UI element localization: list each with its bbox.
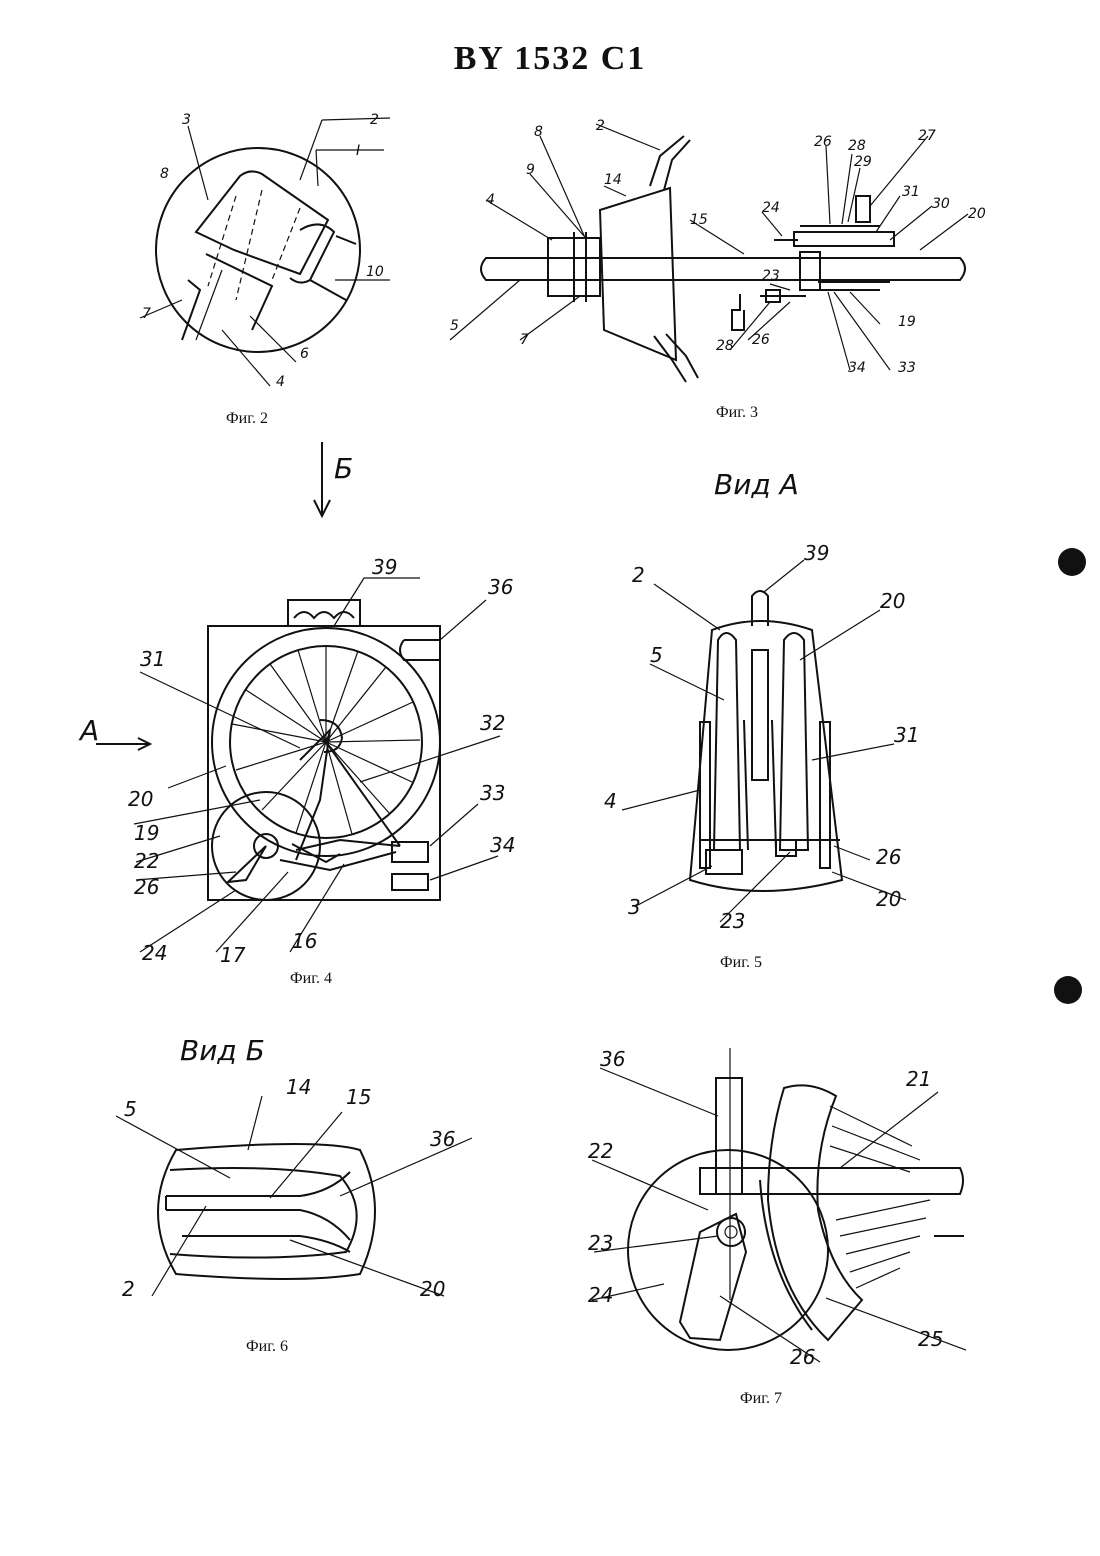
- fig4-label-17: 17: [220, 943, 246, 967]
- fig4-label-34: 34: [490, 833, 515, 857]
- fig7-label-36: 36: [600, 1047, 625, 1071]
- fig4-caption: Фиг. 4: [290, 970, 332, 988]
- fig2-drawing: 3 2 I 8 10 7 6 4: [140, 112, 390, 390]
- fig6-label-20: 20: [420, 1277, 445, 1301]
- fig4-label-22: 22: [134, 849, 159, 873]
- fig3-label-31: 31: [902, 184, 920, 200]
- fig3-label-20: 20: [968, 206, 986, 222]
- fig3-label-8: 8: [534, 124, 543, 140]
- fig7-label-23: 23: [588, 1231, 613, 1255]
- fig3-caption: Фиг. 3: [716, 404, 758, 422]
- fig3-label-34: 34: [848, 360, 866, 376]
- fig3-label-23: 23: [762, 268, 780, 284]
- fig4-wheel-spokes: [232, 646, 420, 834]
- fig6-view-title: Вид Б: [180, 1034, 265, 1067]
- fig3-label-26a: 26: [814, 134, 832, 150]
- fig5-drawing: Вид А 39 2 20 5 31 4 26 3 23 20: [604, 468, 919, 933]
- fig6-caption: Фиг. 6: [246, 1338, 288, 1356]
- fig6-label-36: 36: [430, 1127, 455, 1151]
- fig2-label-4: 4: [276, 374, 285, 390]
- fig4-label-36: 36: [488, 575, 513, 599]
- fig6-label-5: 5: [124, 1097, 137, 1121]
- fig3-label-9: 9: [526, 162, 535, 178]
- fig4-view-arrow-label: Б: [334, 452, 353, 485]
- fig6-label-2: 2: [122, 1277, 135, 1301]
- fig6-label-15: 15: [346, 1085, 371, 1109]
- fig3-label-30: 30: [932, 196, 950, 212]
- fig5-view-title: Вид А: [714, 468, 799, 501]
- fig3-label-27: 27: [918, 128, 936, 144]
- fig3-label-24: 24: [762, 200, 780, 216]
- fig7-caption: Фиг. 7: [740, 1390, 782, 1408]
- fig5-label-23: 23: [720, 909, 745, 933]
- fig3-label-4: 4: [486, 192, 495, 208]
- fig5-label-26: 26: [876, 845, 901, 869]
- fig4-label-24: 24: [142, 941, 167, 965]
- fig4-label-32: 32: [480, 711, 505, 735]
- fig3-label-5: 5: [450, 318, 459, 334]
- fig6-label-14: 14: [286, 1075, 311, 1099]
- fig2-label-2: 2: [370, 112, 379, 128]
- fig4-label-16: 16: [292, 929, 317, 953]
- punch-hole-top: [1058, 548, 1086, 576]
- fig3-label-28a: 28: [848, 138, 866, 154]
- fig3-label-2: 2: [596, 118, 605, 134]
- fig3-label-33: 33: [898, 360, 916, 376]
- fig3-label-29: 29: [854, 154, 872, 170]
- fig2-label-I: I: [356, 143, 360, 159]
- punch-hole-bottom: [1054, 976, 1082, 1004]
- fig3-label-28b: 28: [716, 338, 734, 354]
- fig6-drawing: Вид Б 5 14 15 36 2 20: [116, 1034, 472, 1301]
- fig2-label-7: 7: [142, 306, 151, 322]
- fig5-caption: Фиг. 5: [720, 954, 762, 972]
- fig5-label-3: 3: [628, 895, 641, 919]
- fig4-label-39: 39: [372, 555, 397, 579]
- fig2-label-3: 3: [182, 112, 191, 128]
- fig4-label-26: 26: [134, 875, 159, 899]
- fig5-label-20b: 20: [876, 887, 901, 911]
- fig2-label-6: 6: [300, 346, 309, 362]
- fig3-label-19: 19: [898, 314, 916, 330]
- fig5-label-2: 2: [632, 563, 645, 587]
- fig3-label-26b: 26: [752, 332, 770, 348]
- fig7-label-21: 21: [906, 1067, 931, 1091]
- fig4-side-arrow-label: A: [78, 714, 99, 747]
- fig2-label-8: 8: [160, 166, 169, 182]
- fig5-label-31: 31: [894, 723, 919, 747]
- fig7-label-26: 26: [790, 1345, 815, 1369]
- fig5-label-5: 5: [650, 643, 663, 667]
- fig7-label-25: 25: [918, 1327, 943, 1351]
- fig3-label-14: 14: [604, 172, 622, 188]
- fig2-caption: Фиг. 2: [226, 410, 268, 428]
- fig4-label-31: 31: [140, 647, 165, 671]
- fig5-label-20a: 20: [880, 589, 905, 613]
- fig7-drawing: 36 21 22 23 24 26 25: [588, 1047, 966, 1369]
- fig3-label-7: 7: [520, 332, 529, 348]
- fig5-label-39: 39: [804, 541, 829, 565]
- fig4-drawing: Б A 39: [78, 442, 515, 967]
- fig5-label-4: 4: [604, 789, 617, 813]
- fig4-label-20: 20: [128, 787, 153, 811]
- fig7-label-22: 22: [588, 1139, 613, 1163]
- fig7-spokes: [830, 1106, 930, 1288]
- fig4-label-33: 33: [480, 781, 505, 805]
- fig4-label-19: 19: [134, 821, 159, 845]
- fig3-label-15: 15: [690, 212, 708, 228]
- fig3-drawing: 2 8 14 9 4 24 15 26 28 29 27 31 30 20 5 …: [450, 118, 986, 382]
- fig7-label-24: 24: [588, 1283, 613, 1307]
- fig2-label-10: 10: [366, 264, 384, 280]
